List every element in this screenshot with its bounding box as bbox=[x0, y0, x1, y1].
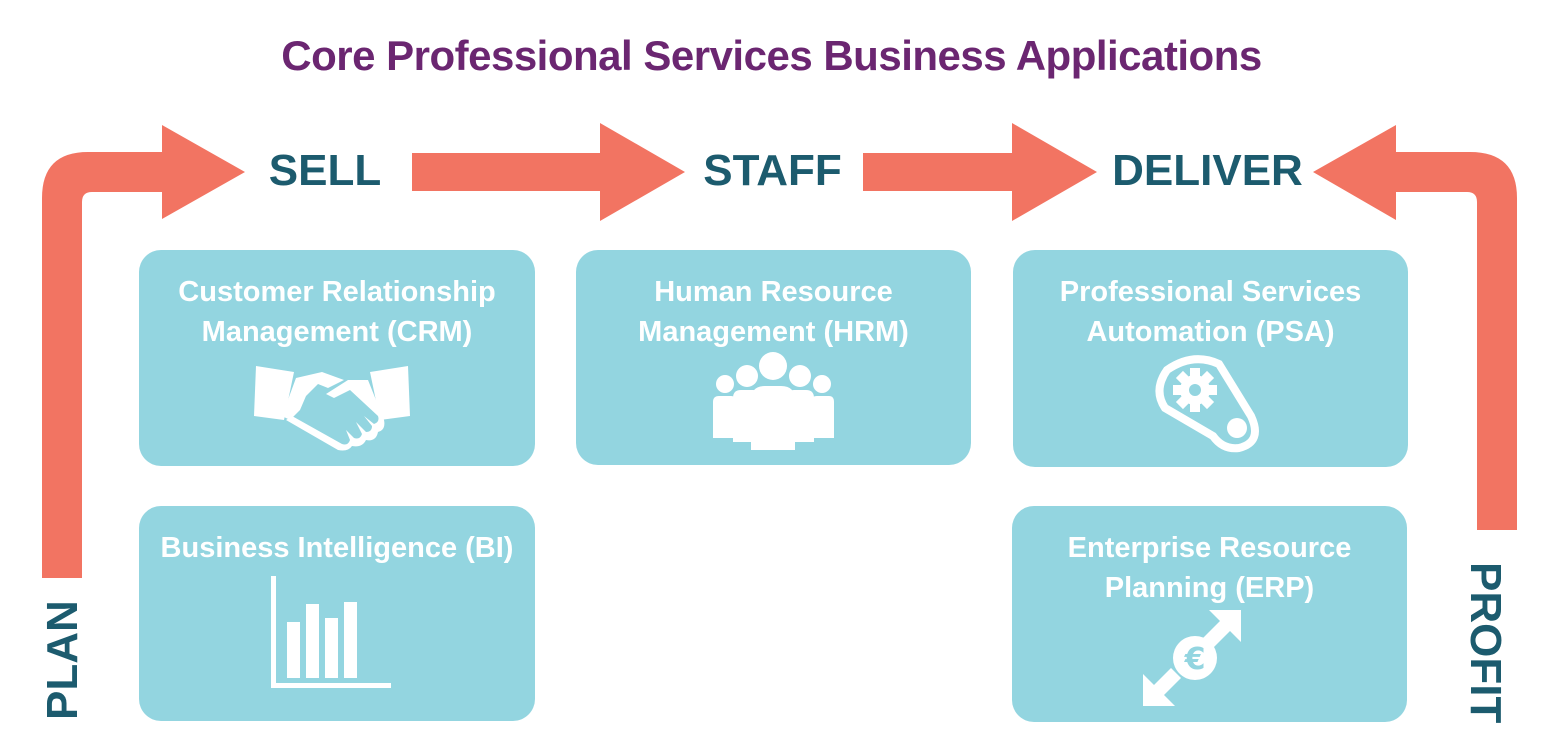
crm-box: Customer Relationship Management (CRM) bbox=[139, 250, 535, 466]
bi-label: Business Intelligence (BI) bbox=[139, 528, 535, 568]
page-title: Core Professional Services Business Appl… bbox=[281, 32, 1262, 79]
psa-label-line1: Professional Services bbox=[1059, 276, 1362, 308]
stage-deliver: DELIVER bbox=[1112, 146, 1303, 195]
erp-label-line1: Enterprise Resource bbox=[1067, 532, 1352, 564]
stage-plan: PLAN bbox=[38, 600, 87, 720]
crm-label: Customer Relationship Management (CRM) bbox=[139, 272, 535, 352]
hrm-label-line2: Management (HRM) bbox=[638, 316, 909, 348]
arrow-shapes bbox=[42, 123, 1517, 578]
psa-label: Professional Services Automation (PSA) bbox=[1013, 272, 1408, 352]
hrm-box: Human Resource Management (HRM) bbox=[576, 250, 971, 465]
hrm-label-line1: Human Resource bbox=[654, 276, 893, 308]
sell-to-staff-arrow bbox=[412, 123, 685, 221]
staff-to-deliver-arrow bbox=[863, 123, 1097, 221]
erp-box: Enterprise Resource Planning (ERP) € bbox=[1012, 506, 1407, 722]
bar-chart-icon bbox=[271, 576, 391, 688]
bi-box: Business Intelligence (BI) bbox=[139, 506, 535, 721]
euro-exchange-icon: € bbox=[1143, 610, 1241, 706]
stage-sell: SELL bbox=[268, 146, 382, 195]
psa-label-line2: Automation (PSA) bbox=[1086, 316, 1335, 348]
svg-text:€: € bbox=[1184, 642, 1206, 677]
plan-arrow bbox=[42, 125, 245, 578]
handshake-icon bbox=[254, 366, 410, 451]
gear-belt-icon bbox=[1155, 355, 1259, 453]
erp-label: Enterprise Resource Planning (ERP) bbox=[1012, 528, 1407, 608]
crm-label-line2: Management (CRM) bbox=[201, 316, 473, 348]
erp-label-line2: Planning (ERP) bbox=[1104, 572, 1315, 604]
crm-label-line1: Customer Relationship bbox=[178, 276, 496, 308]
stage-profit: PROFIT bbox=[1461, 562, 1510, 724]
bi-label-line1: Business Intelligence (BI) bbox=[160, 532, 514, 564]
psa-box: Professional Services Automation (PSA) bbox=[1013, 250, 1408, 467]
people-group-icon bbox=[713, 352, 834, 450]
stage-staff: STAFF bbox=[703, 146, 842, 195]
hrm-label: Human Resource Management (HRM) bbox=[576, 272, 971, 352]
profit-arrow bbox=[1313, 125, 1517, 530]
